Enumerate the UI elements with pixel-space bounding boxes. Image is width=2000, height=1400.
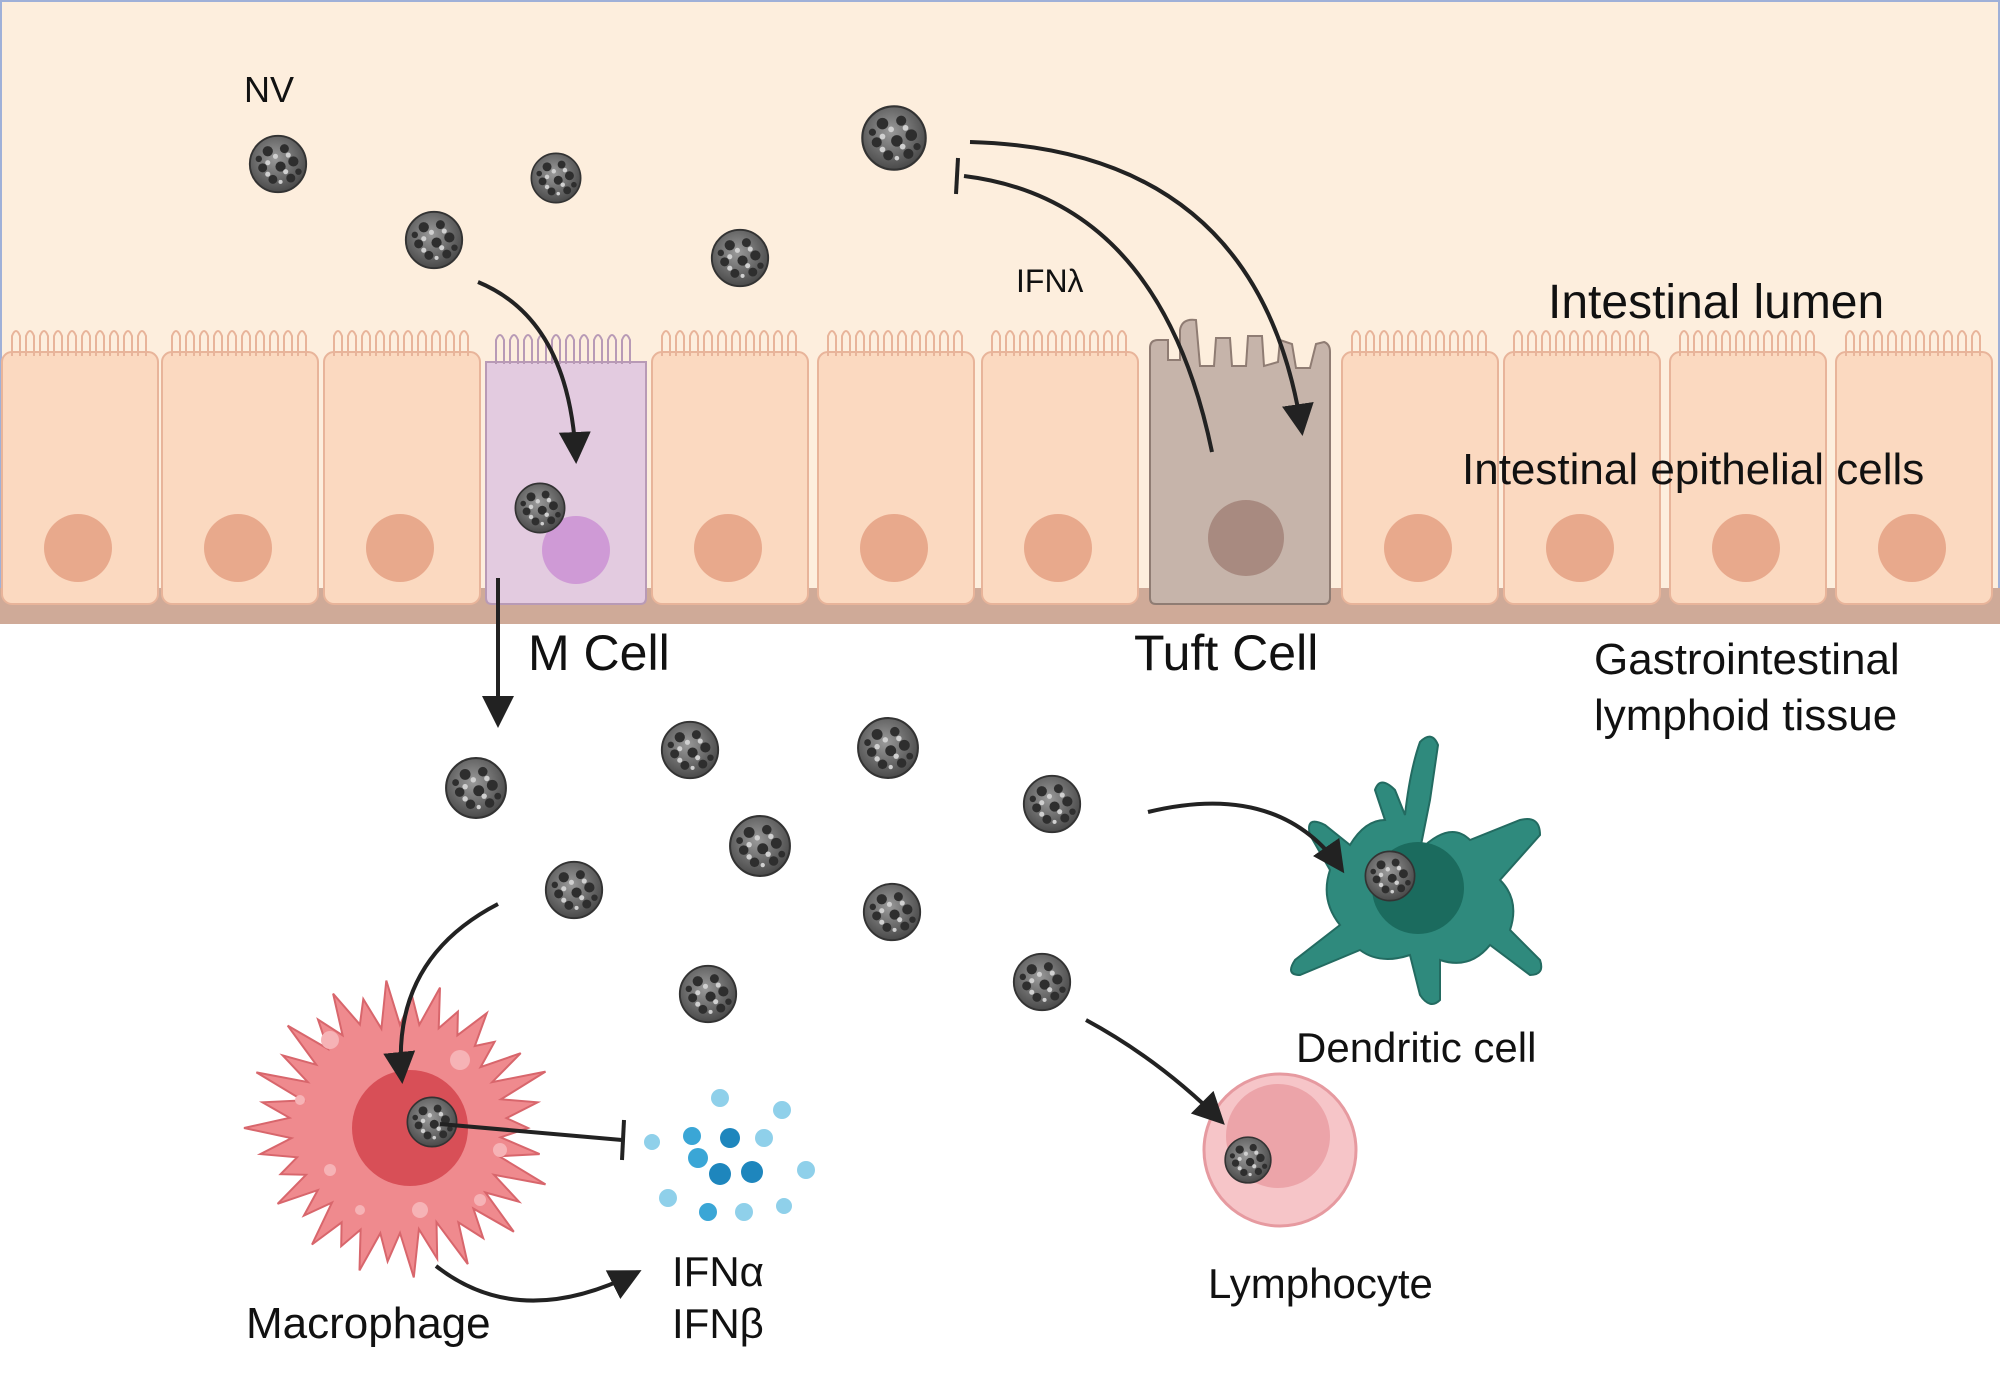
norovirus-particle [445, 757, 507, 819]
norovirus-particle [1364, 850, 1416, 902]
ifn-molecule [659, 1189, 677, 1207]
ifn-molecule [688, 1148, 708, 1168]
ifn-lambda-label: IFNλ [1016, 263, 1084, 299]
ifn-beta-label: IFNβ [672, 1300, 764, 1347]
galt-label-line1: Gastrointestinal [1594, 635, 1900, 684]
lymphocyte-label: Lymphocyte [1208, 1260, 1433, 1307]
ifn-molecule [644, 1134, 660, 1150]
epithelial-nucleus [1546, 514, 1614, 582]
ifn-molecule [683, 1127, 701, 1145]
norovirus-particle [857, 717, 919, 779]
epithelial-nucleus [860, 514, 928, 582]
epithelial-cell [1, 330, 159, 605]
arrow-nv-to-m-cell [477, 280, 591, 464]
ifn-molecule [699, 1203, 717, 1221]
ifn-molecule [755, 1129, 773, 1147]
dendritic-cell-label: Dendritic cell [1296, 1024, 1536, 1071]
norovirus-particle [404, 210, 464, 270]
tuft-cell-nucleus [1208, 500, 1284, 576]
epithelial-cell [1669, 330, 1827, 605]
macrophage-label: Macrophage [246, 1299, 491, 1348]
inhibit-bar-ifn-alpha-beta [620, 1119, 626, 1161]
ifn-molecule [776, 1198, 792, 1214]
epithelial-cells-label: Intestinal epithelial cells [1462, 445, 1924, 494]
inhibit-ifn-lambda [963, 174, 1214, 453]
epithelial-cell [323, 330, 481, 605]
intestinal-lumen-label: Intestinal lumen [1548, 276, 1884, 329]
ifn-molecule [741, 1161, 763, 1183]
norovirus-particle [248, 134, 308, 194]
dendritic-cell [1290, 735, 1543, 1005]
norovirus-particle [861, 105, 927, 171]
epithelial-cell [981, 330, 1139, 605]
ifn-molecule [735, 1203, 753, 1221]
epithelial-nucleus [1024, 514, 1092, 582]
ifn-molecule [709, 1163, 731, 1185]
norovirus-particle [862, 882, 922, 942]
epithelial-nucleus [1712, 514, 1780, 582]
ifn-alpha-beta-molecules [644, 1089, 815, 1221]
epithelial-cell [1503, 330, 1661, 605]
epithelial-nucleus [44, 514, 112, 582]
inhibit-bar-ifn-lambda [954, 157, 960, 195]
epithelial-cell [1835, 330, 1993, 605]
tuft-cell-label: Tuft Cell [1134, 625, 1318, 681]
ifn-molecule [797, 1161, 815, 1179]
inhibit-ifn-alpha-beta [439, 1122, 623, 1142]
ifn-alpha-label: IFNα [672, 1248, 764, 1295]
ifn-molecule [720, 1128, 740, 1148]
epithelial-cell [161, 330, 319, 605]
galt-label-line2: lymphoid tissue [1594, 691, 1897, 740]
epithelial-cell [817, 330, 975, 605]
norovirus-particle [514, 482, 566, 534]
norovirus-particle [729, 815, 791, 877]
ifn-molecule [773, 1101, 791, 1119]
norovirus-particle [530, 152, 582, 204]
epithelial-nucleus [204, 514, 272, 582]
m-cell [485, 334, 647, 605]
epithelial-nucleus [694, 514, 762, 582]
nv-label: NV [244, 69, 294, 110]
epithelial-nucleus [1878, 514, 1946, 582]
epithelial-cell [1341, 330, 1499, 605]
arrow-macrophage-to-ifn [434, 1264, 642, 1303]
epithelial-layer [1, 330, 1993, 605]
epithelial-nucleus [1384, 514, 1452, 582]
norovirus-particle [406, 1096, 458, 1148]
norovirus-particle [678, 964, 738, 1024]
norovirus-particle [710, 228, 770, 288]
arrow-nv-to-tuft-cell [969, 140, 1314, 436]
arrow-nv-to-dendritic [1147, 801, 1345, 874]
norovirus-particle [1012, 952, 1072, 1012]
arrow-nv-to-lymphocyte [1085, 1018, 1225, 1125]
ifn-molecule [711, 1089, 729, 1107]
m-cell-nucleus [542, 516, 610, 584]
norovirus-particle [1022, 774, 1082, 834]
epithelial-cell [651, 330, 809, 605]
m-cell-label: M Cell [528, 625, 670, 681]
norovirus-particle [544, 860, 604, 920]
arrow-nv-to-macrophage [383, 902, 499, 1084]
norovirus-particle [660, 720, 720, 780]
norovirus-particle [1224, 1136, 1272, 1184]
epithelial-nucleus [366, 514, 434, 582]
